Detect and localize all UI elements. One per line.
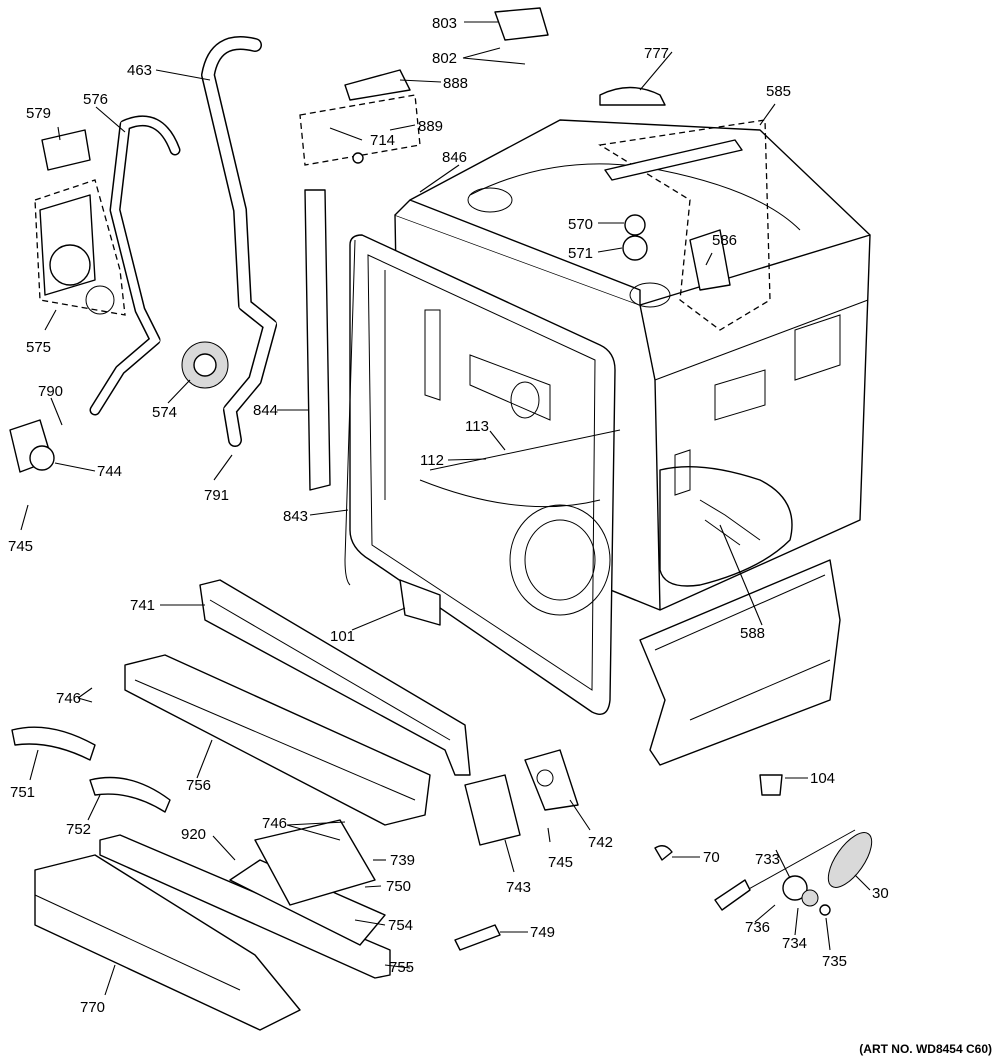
callout-label: 746 <box>56 690 81 707</box>
callout-label: 30 <box>872 885 889 902</box>
callout-label: 742 <box>588 834 613 851</box>
callout-label: 739 <box>390 852 415 869</box>
callout-label: 112 <box>420 452 444 469</box>
callout-label: 920 <box>181 826 206 843</box>
callout-label: 734 <box>782 935 807 952</box>
callout-label: 755 <box>389 959 414 976</box>
callout-label: 752 <box>66 821 91 838</box>
callout-label: 746 <box>262 815 287 832</box>
callout-label: 735 <box>822 953 847 970</box>
callout-label: 574 <box>152 404 177 421</box>
callout-label: 741 <box>130 597 155 614</box>
callout-label: 889 <box>418 118 443 135</box>
callout-label: 749 <box>530 924 555 941</box>
callout-label: 751 <box>10 784 35 801</box>
callout-label: 803 <box>432 15 457 32</box>
callout-label: 745 <box>548 854 573 871</box>
callout-label: 743 <box>506 879 531 896</box>
callout-label: 571 <box>568 245 593 262</box>
callout-label: 736 <box>745 919 770 936</box>
callout-label: 586 <box>712 232 737 249</box>
callout-label: 843 <box>283 508 308 525</box>
callout-label: 754 <box>388 917 413 934</box>
callout-label: 888 <box>443 75 468 92</box>
callout-label: 733 <box>755 851 780 868</box>
parts-linework <box>9 7 873 1031</box>
callout-label: 576 <box>83 91 108 108</box>
callout-label: 585 <box>766 83 791 100</box>
callout-label: 579 <box>26 105 51 122</box>
callout-label: 756 <box>186 777 211 794</box>
callout-label: 570 <box>568 216 593 233</box>
callout-label: 463 <box>127 62 152 79</box>
callout-label: 104 <box>810 770 835 787</box>
leader-lines <box>20 21 871 996</box>
callout-label: 101 <box>330 628 355 645</box>
callout-label: 802 <box>432 50 457 67</box>
callout-label: 846 <box>442 149 467 166</box>
art-number: (ART NO. WD8454 C60) <box>859 1042 992 1056</box>
callout-label: 790 <box>38 383 63 400</box>
callout-label: 575 <box>26 339 51 356</box>
callout-label: 777 <box>644 45 669 62</box>
callout-label: 588 <box>740 625 765 642</box>
callout-label: 750 <box>386 878 411 895</box>
callout-label: 70 <box>703 849 720 866</box>
callout-label: 113 <box>465 418 489 435</box>
callout-label: 844 <box>253 402 278 419</box>
callout-label: 714 <box>370 132 395 149</box>
callout-label: 744 <box>97 463 122 480</box>
callout-label: 791 <box>204 487 229 504</box>
callout-label: 745 <box>8 538 33 555</box>
callout-label: 770 <box>80 999 105 1016</box>
